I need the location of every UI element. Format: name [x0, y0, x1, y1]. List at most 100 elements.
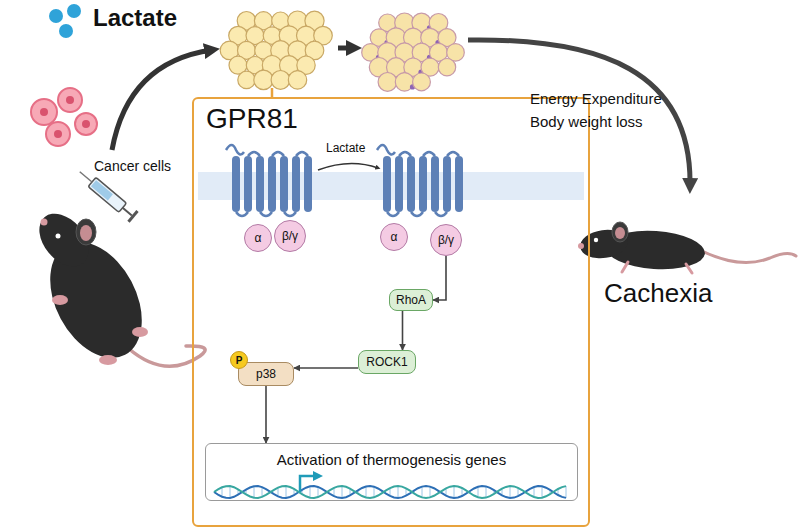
n-terminus	[377, 145, 395, 155]
signal-arrow	[402, 311, 404, 350]
dna-strand	[214, 486, 566, 498]
helix	[268, 156, 276, 212]
node-label: β/γ	[282, 229, 298, 243]
loop	[435, 212, 447, 216]
cell-label: Cancer cells	[94, 158, 171, 174]
node-label: β/γ	[438, 233, 454, 247]
dna-strand	[214, 486, 566, 498]
loop	[447, 152, 459, 156]
fat-cell	[438, 58, 455, 75]
effect-label: Body weight loss	[530, 113, 643, 130]
base-pair	[510, 486, 511, 498]
base-pair	[254, 486, 255, 498]
base-pair	[454, 486, 455, 498]
fat-cell	[413, 73, 431, 91]
base-pair	[222, 487, 223, 496]
syringe	[75, 166, 138, 222]
n-terminus	[226, 145, 244, 155]
fat-cell	[254, 70, 273, 89]
helix	[407, 156, 415, 212]
base-pair	[542, 486, 543, 497]
base-pair	[430, 487, 431, 498]
node-label: RhoA	[396, 293, 426, 307]
helix	[244, 156, 252, 212]
base-pair	[478, 487, 479, 497]
gene-box: Activation of thermogenesis genes	[205, 443, 578, 501]
loop	[399, 152, 411, 156]
g-alpha-subunit: α	[244, 224, 272, 252]
process-arrow	[112, 50, 212, 150]
node-label: α	[391, 230, 398, 244]
lactate-molecules	[49, 4, 81, 38]
mouse-cachexia	[578, 222, 796, 273]
effect-label: Energy Expenditure	[530, 90, 662, 107]
g-betagamma-subunit: β/γ	[274, 220, 306, 252]
g-betagamma-subunit: β/γ	[430, 224, 462, 256]
helix	[232, 156, 240, 212]
base-pair	[262, 487, 263, 497]
base-pair	[310, 486, 311, 497]
node-label: ROCK1	[366, 355, 407, 369]
helix	[280, 156, 288, 212]
process-arrow	[338, 46, 354, 51]
base-pair	[398, 486, 399, 498]
loop	[272, 152, 284, 156]
adipose-tissue-browned	[362, 13, 465, 91]
fat-cell	[271, 71, 290, 90]
signal-arrow	[265, 386, 267, 443]
fat-cell	[238, 71, 255, 88]
helix	[256, 156, 264, 212]
cancer-cells	[31, 88, 97, 146]
loop	[248, 152, 260, 156]
node-label: α	[255, 231, 262, 245]
base-pair	[486, 486, 487, 497]
node-label: Activation of thermogenesis genes	[277, 451, 506, 468]
dna-helix	[214, 486, 566, 498]
helix	[292, 156, 300, 212]
phosphate-circle: P	[230, 351, 248, 369]
pathway-panel: GPR81 α β/γ α β/γRhoA ROCK1 Pp38Activation of …	[192, 97, 590, 527]
loop	[236, 212, 248, 216]
g-alpha-subunit: α	[380, 223, 408, 251]
base-pair	[230, 486, 231, 498]
base-pair	[342, 486, 343, 498]
helix	[383, 156, 391, 212]
protein-box: ROCK1	[358, 350, 416, 374]
protein-box: p38	[238, 362, 294, 386]
helix	[455, 156, 463, 212]
helix	[443, 156, 451, 212]
fat-cell	[378, 73, 397, 92]
loop	[387, 212, 399, 216]
gpr81-receptor	[226, 145, 463, 216]
helix	[395, 156, 403, 212]
node-label: p38	[256, 367, 276, 381]
base-pair	[566, 486, 567, 498]
base-pair	[318, 487, 319, 497]
mouse-healthy	[29, 204, 205, 373]
loop	[423, 152, 435, 156]
helix	[304, 156, 312, 212]
loop	[296, 152, 308, 156]
panel-heading: GPR81	[206, 103, 298, 135]
loop	[284, 212, 296, 216]
binding-arrow	[318, 163, 378, 170]
helix	[431, 156, 439, 212]
condition-label: Cachexia	[604, 278, 712, 309]
base-pair	[366, 487, 367, 498]
node-label: P	[236, 355, 243, 366]
transcription-arrow	[300, 476, 318, 492]
protein-box: RhoA	[389, 289, 433, 311]
base-pair	[534, 487, 535, 497]
base-pair	[286, 486, 287, 498]
signal-arrow	[433, 256, 446, 300]
loop	[411, 212, 423, 216]
base-pair	[422, 487, 423, 498]
molecule-label: Lactate	[93, 4, 177, 32]
base-pair	[374, 487, 375, 498]
process-arrow	[468, 40, 690, 186]
helix	[419, 156, 427, 212]
loop	[260, 212, 272, 216]
adipose-tissue	[220, 11, 332, 90]
